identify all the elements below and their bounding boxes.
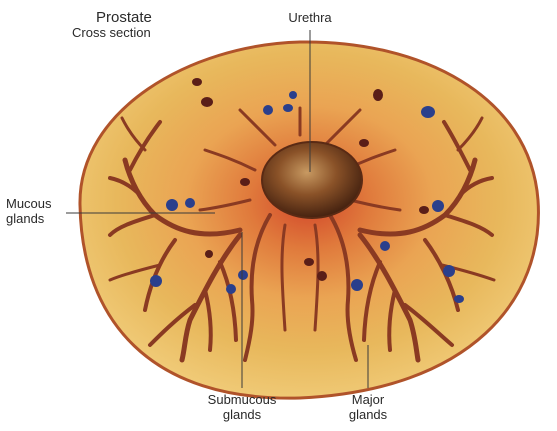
major-glands-label: Major glands — [340, 392, 396, 423]
diagram-subtitle: Cross section — [72, 25, 151, 40]
major-glands-label-line1: Major — [351, 392, 385, 407]
mucous-glands-label-line2: glands — [6, 210, 45, 226]
submucous-glands-label: Submucous glands — [196, 392, 288, 423]
cell-dots — [150, 78, 464, 303]
leader-lines — [66, 30, 369, 388]
submucous-glands-label-line1: Submucous — [207, 392, 277, 407]
mucous-glands-label-line1: Mucous — [6, 196, 52, 211]
urethra-lumen — [261, 141, 363, 219]
gland-ducts — [108, 106, 496, 363]
mucous-glands-label: Mucous glands — [6, 196, 52, 227]
diagram-title: Prostate — [96, 9, 152, 26]
urethra-label: Urethra — [288, 10, 332, 25]
submucous-glands-label-line2: glands — [222, 406, 262, 422]
major-glands-label-line2: glands — [348, 406, 388, 422]
